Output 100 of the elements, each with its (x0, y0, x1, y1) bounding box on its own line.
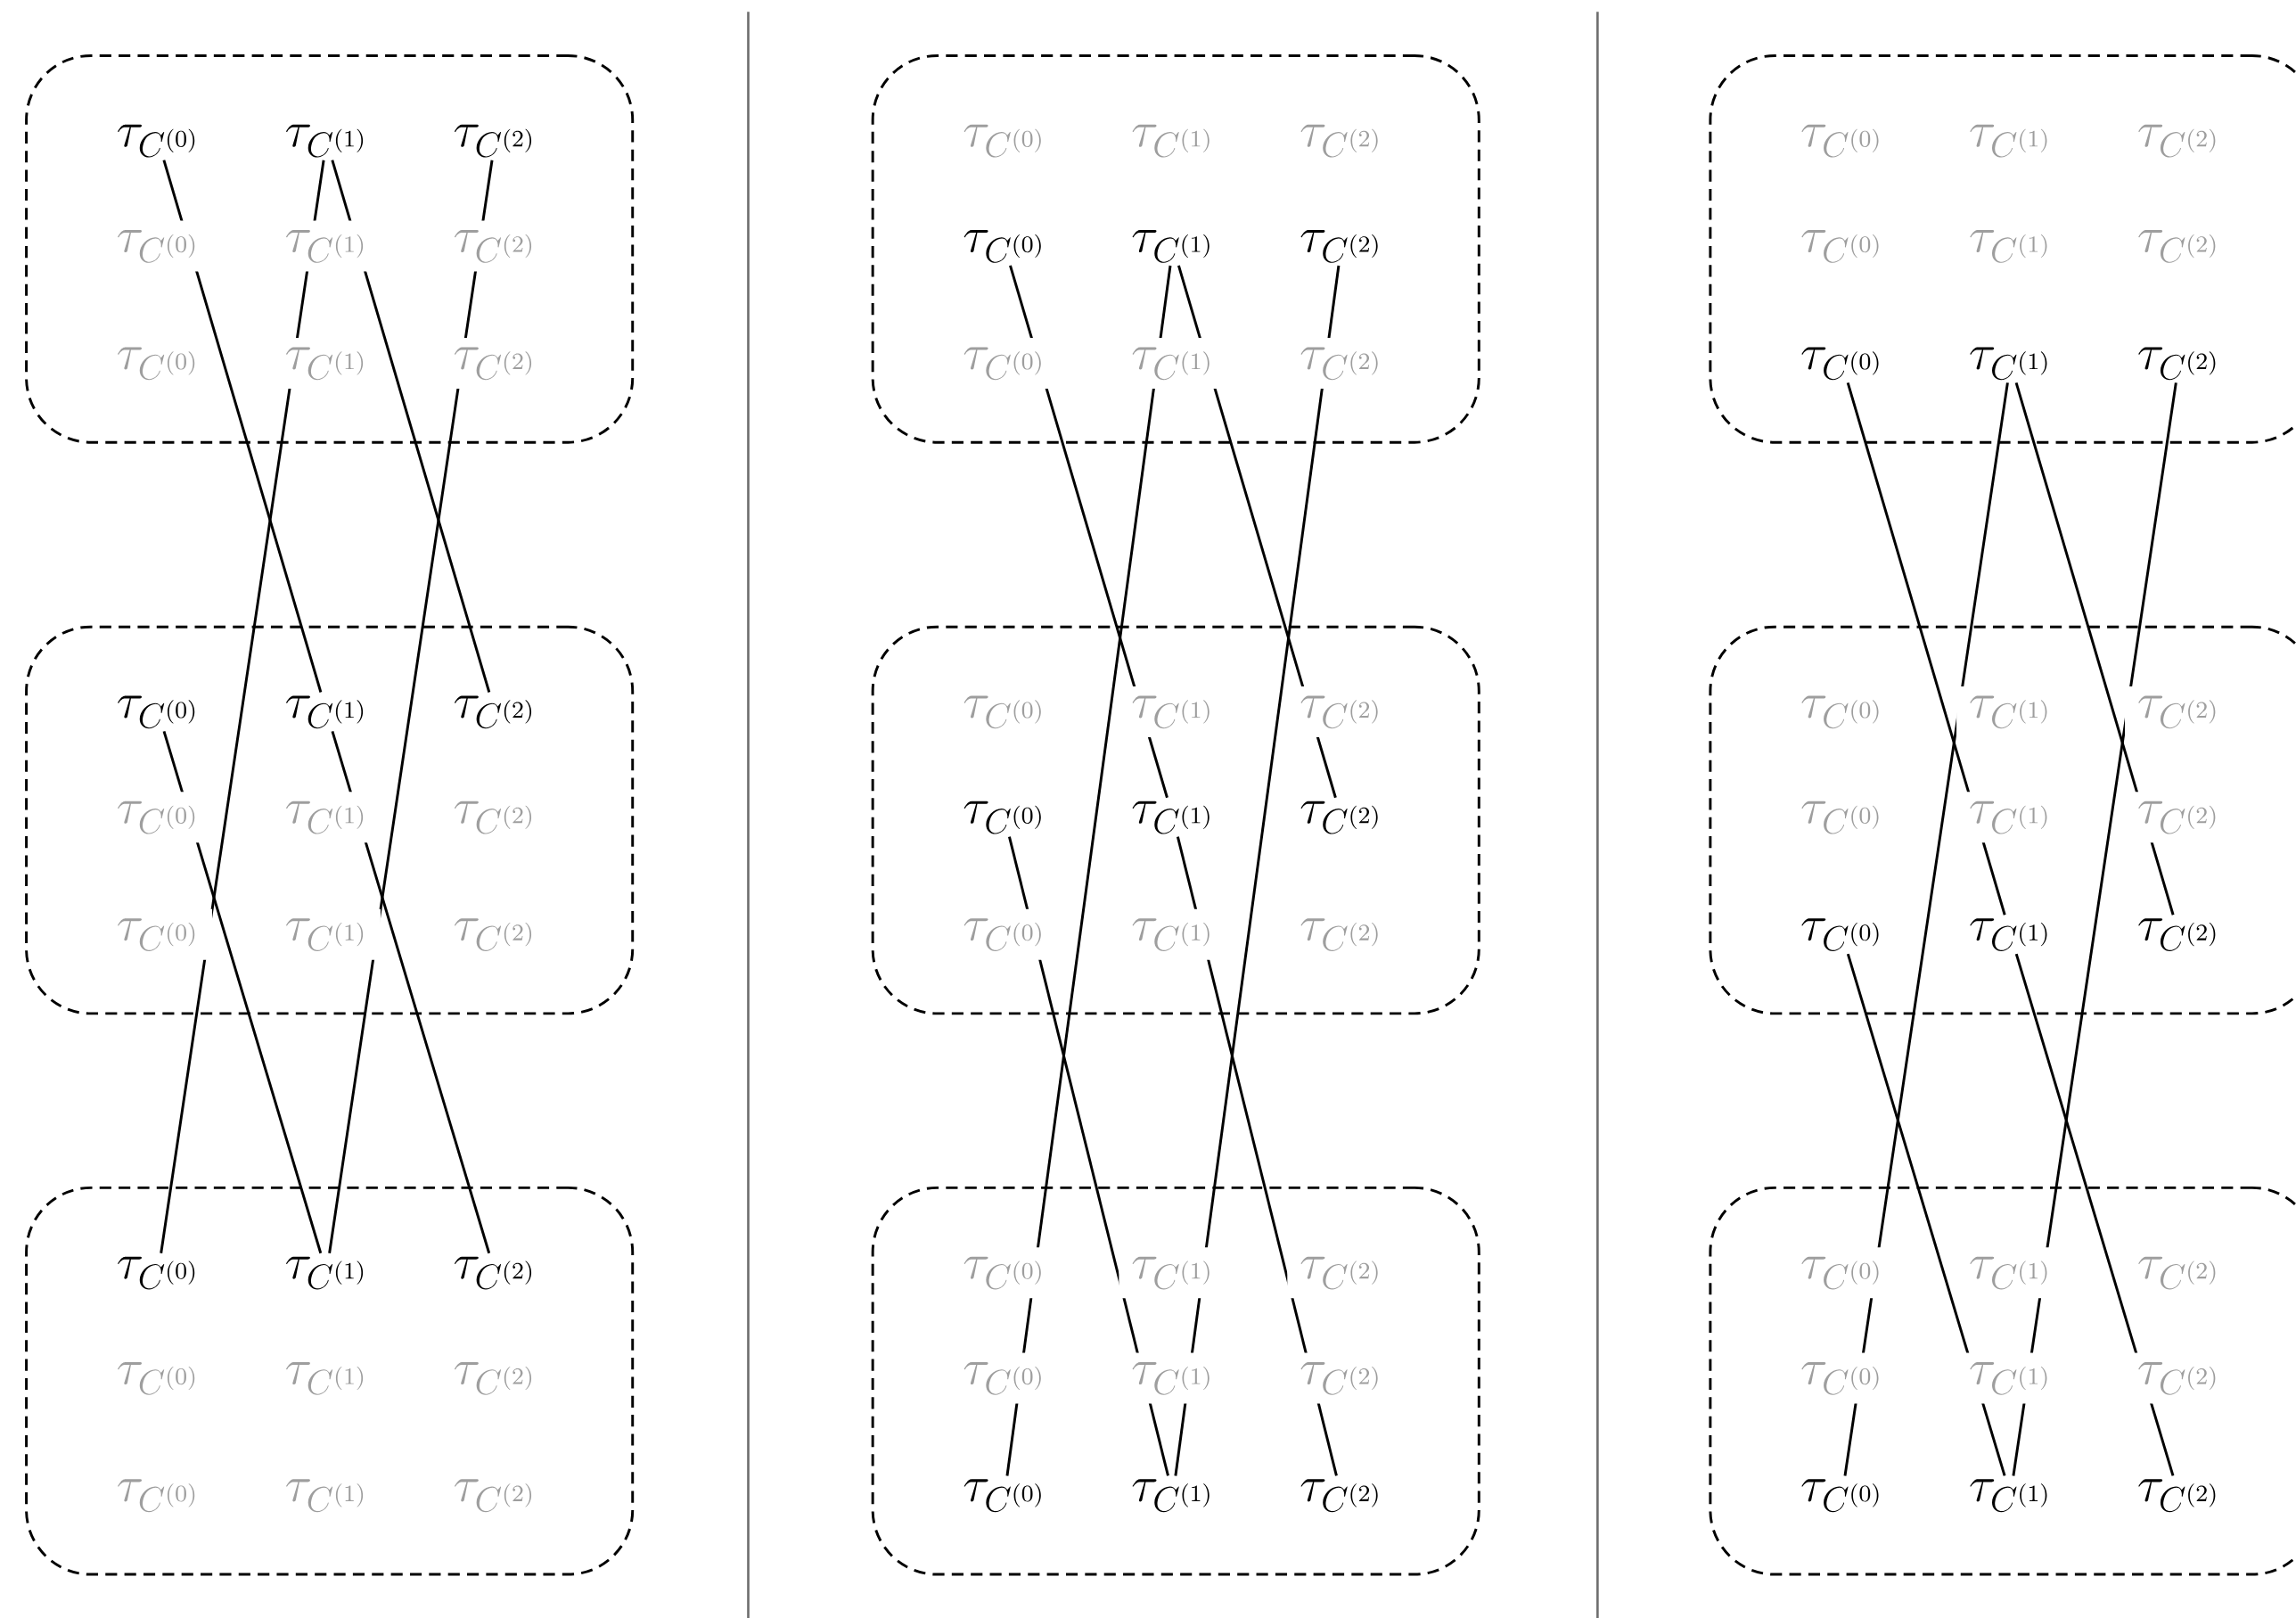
formula: $\tau_{C^{(1)}}$ (1970, 1256, 2047, 1290)
formula: $\tau_{C^{(0)}}$ (964, 124, 1041, 158)
formula: $\tau_{C^{(0)}}$ (1801, 695, 1879, 729)
formula: $\tau_{C^{(1)}}$ (1970, 801, 2047, 834)
formula: $\tau_{C^{(1)}}$ (1970, 229, 2047, 263)
formula: $\tau_{C^{(1)}}$ (286, 124, 364, 158)
formula: $\tau_{C^{(2)}}$ (455, 917, 532, 951)
formula: $\tau_{C^{(1)}}$ (286, 1479, 364, 1513)
formula: $\tau_{C^{(0)}}$ (1801, 124, 1879, 158)
formula: $\tau_{C^{(0)}}$ (118, 1361, 195, 1395)
formula: $\tau_{C^{(0)}}$ (118, 124, 195, 158)
formula: $\tau_{C^{(2)}}$ (455, 347, 532, 381)
formula: $\tau_{C^{(2)}}$ (1300, 1256, 1378, 1290)
dashed-group-box (1709, 53, 2296, 444)
formula: $\tau_{C^{(2)}}$ (455, 801, 532, 834)
dashed-group-box (871, 1186, 1480, 1576)
connector-line (331, 730, 491, 1253)
formula: $\tau_{C^{(2)}}$ (455, 1361, 532, 1395)
formula: $\tau_{C^{(2)}}$ (2138, 229, 2216, 263)
formula: $\tau_{C^{(0)}}$ (1801, 801, 1879, 834)
formula: $\tau_{C^{(1)}}$ (1970, 347, 2047, 381)
formula: $\tau_{C^{(2)}}$ (2138, 124, 2216, 158)
dashed-group-box (1709, 1186, 2296, 1576)
dashed-group-box (25, 53, 635, 444)
formula: $\tau_{C^{(2)}}$ (1300, 124, 1378, 158)
formula: $\tau_{C^{(0)}}$ (964, 1479, 1041, 1513)
formula: $\tau_{C^{(0)}}$ (964, 917, 1041, 951)
formula: $\tau_{C^{(2)}}$ (1300, 347, 1378, 381)
formula: $\tau_{C^{(1)}}$ (1132, 124, 1210, 158)
formula: $\tau_{C^{(1)}}$ (1132, 695, 1210, 729)
connector-line (1009, 265, 1168, 799)
connector-line (328, 160, 494, 1253)
formula: $\tau_{C^{(2)}}$ (1300, 1479, 1378, 1513)
formula: $\tau_{C^{(2)}}$ (455, 1479, 532, 1513)
formula: $\tau_{C^{(1)}}$ (286, 1361, 364, 1395)
connector-line (2014, 382, 2175, 916)
formula: $\tau_{C^{(0)}}$ (1801, 1479, 1879, 1513)
connector-line (162, 160, 323, 693)
formula: $\tau_{C^{(2)}}$ (1300, 801, 1378, 834)
formula: $\tau_{C^{(1)}}$ (1970, 1361, 2047, 1395)
connector-line (1846, 382, 2006, 916)
formula: $\tau_{C^{(2)}}$ (2138, 1479, 2216, 1513)
connector-line (2012, 382, 2177, 1476)
connector-line (1174, 265, 1341, 1476)
formula: $\tau_{C^{(1)}}$ (1132, 1361, 1210, 1395)
connector-line (331, 160, 491, 693)
formula: $\tau_{C^{(0)}}$ (964, 229, 1041, 263)
formula: $\tau_{C^{(0)}}$ (1801, 1256, 1879, 1290)
connector-line (2014, 953, 2175, 1476)
formula: $\tau_{C^{(2)}}$ (455, 1256, 532, 1290)
dashed-group-box (25, 1186, 635, 1576)
connector-line (1176, 836, 1338, 1476)
formula: $\tau_{C^{(2)}}$ (2138, 347, 2216, 381)
connector-line (1177, 265, 1337, 799)
formula: $\tau_{C^{(2)}}$ (2138, 1361, 2216, 1395)
formula: $\tau_{C^{(1)}}$ (286, 347, 364, 381)
formula: $\tau_{C^{(2)}}$ (1300, 229, 1378, 263)
formula: $\tau_{C^{(0)}}$ (1801, 229, 1879, 263)
formula: $\tau_{C^{(0)}}$ (1801, 917, 1879, 951)
connector-line (162, 730, 323, 1253)
formula: $\tau_{C^{(0)}}$ (118, 917, 195, 951)
formula: $\tau_{C^{(1)}}$ (286, 801, 364, 834)
connector-line (1843, 382, 2009, 1476)
formula: $\tau_{C^{(1)}}$ (286, 1256, 364, 1290)
formula: $\tau_{C^{(1)}}$ (1132, 801, 1210, 834)
formula: $\tau_{C^{(2)}}$ (1300, 917, 1378, 951)
formula: $\tau_{C^{(0)}}$ (118, 1256, 195, 1290)
formula: $\tau_{C^{(1)}}$ (1970, 917, 2047, 951)
formula: $\tau_{C^{(2)}}$ (455, 124, 532, 158)
formula: $\tau_{C^{(1)}}$ (1132, 347, 1210, 381)
formula: $\tau_{C^{(0)}}$ (118, 347, 195, 381)
connector-line (1005, 265, 1172, 1476)
formula: $\tau_{C^{(1)}}$ (1132, 917, 1210, 951)
formula: $\tau_{C^{(2)}}$ (2138, 695, 2216, 729)
dashed-group-box (871, 53, 1480, 444)
formula: $\tau_{C^{(2)}}$ (2138, 1256, 2216, 1290)
connector-line (160, 160, 325, 1253)
formula: $\tau_{C^{(1)}}$ (1132, 1256, 1210, 1290)
dashed-group-box (25, 625, 635, 1015)
formula: $\tau_{C^{(1)}}$ (286, 229, 364, 263)
formula: $\tau_{C^{(0)}}$ (964, 695, 1041, 729)
formula: $\tau_{C^{(0)}}$ (964, 347, 1041, 381)
formula: $\tau_{C^{(0)}}$ (118, 1479, 195, 1513)
formula: $\tau_{C^{(2)}}$ (2138, 917, 2216, 951)
formula: $\tau_{C^{(1)}}$ (1132, 1479, 1210, 1513)
formula: $\tau_{C^{(1)}}$ (1132, 229, 1210, 263)
formula: $\tau_{C^{(0)}}$ (1801, 347, 1879, 381)
formula: $\tau_{C^{(0)}}$ (964, 1361, 1041, 1395)
dashed-group-box (871, 625, 1480, 1015)
formula: $\tau_{C^{(2)}}$ (2138, 801, 2216, 834)
formula: $\tau_{C^{(1)}}$ (1970, 695, 2047, 729)
formula: $\tau_{C^{(1)}}$ (286, 695, 364, 729)
formula: $\tau_{C^{(0)}}$ (118, 229, 195, 263)
formula: $\tau_{C^{(0)}}$ (1801, 1361, 1879, 1395)
formula: $\tau_{C^{(0)}}$ (118, 801, 195, 834)
formula: $\tau_{C^{(1)}}$ (1970, 1479, 2047, 1513)
connector-line (1846, 953, 2006, 1476)
formula: $\tau_{C^{(0)}}$ (964, 1256, 1041, 1290)
connector-line (1008, 836, 1169, 1476)
dashed-group-box (1709, 625, 2296, 1015)
